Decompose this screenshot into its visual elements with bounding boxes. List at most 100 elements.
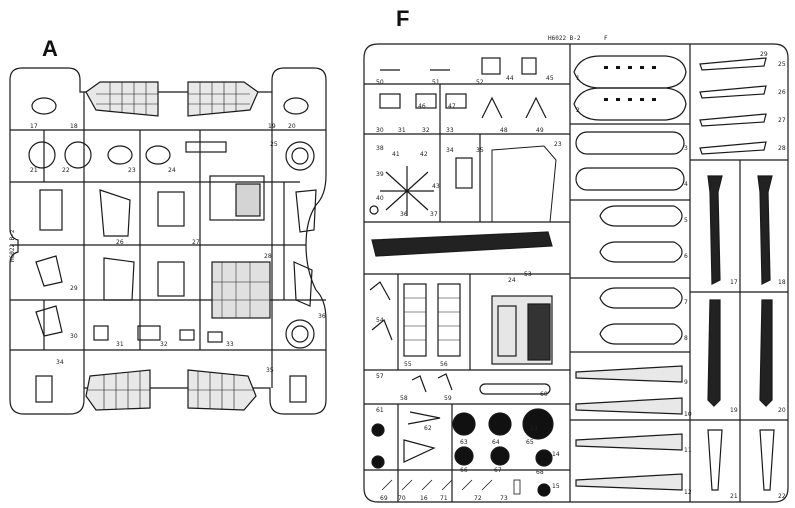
part-number: 32 [422, 127, 430, 134]
part-number: 16 [420, 495, 428, 502]
sprue-a-part-wing-bottom-right [187, 369, 257, 411]
part-number: 24 [168, 167, 176, 174]
part-number: 19 [268, 123, 276, 130]
part-number: 33 [226, 341, 234, 348]
part-number: 18 [778, 279, 786, 286]
part-number: 25 [778, 61, 786, 68]
part-number: 43 [432, 183, 440, 190]
part-number: 29 [70, 285, 78, 292]
part-number: 31 [398, 127, 406, 134]
part-number: 23 [128, 167, 136, 174]
part-number: 34 [446, 147, 454, 154]
part-number: 50 [376, 79, 384, 86]
part-number: 56 [440, 361, 448, 368]
part-number: 18 [70, 123, 78, 130]
sprue-f-letter: F [396, 6, 410, 31]
part-number: 64 [492, 439, 500, 446]
part-number: 24 [508, 277, 516, 284]
part-number: 67 [494, 467, 502, 474]
part-number: 48 [500, 127, 508, 134]
part-number: 68 [536, 469, 544, 476]
part-number: 41 [392, 151, 400, 158]
part-number: 28 [264, 253, 272, 260]
part-number: 40 [376, 195, 384, 202]
part-number: 63 [460, 439, 468, 446]
part-number: 7 [684, 299, 688, 306]
part-number: 26 [116, 239, 124, 246]
part-number: 3 [684, 145, 688, 152]
part-number: 8 [684, 335, 688, 342]
sprue-a-part-wing-bottom-left [85, 369, 151, 411]
part-number: 17 [30, 123, 38, 130]
part-number: 45 [546, 75, 554, 82]
part-number: 19 [730, 407, 738, 414]
part-number: 36 [318, 313, 326, 320]
sprue-f-frame [363, 43, 789, 503]
sprue-a-part-wing-top-right [187, 81, 259, 117]
part-number: 65 [526, 439, 534, 446]
part-number: 69 [380, 495, 388, 502]
part-number: 26 [778, 89, 786, 96]
sprue-f-code: H6022 B-2 [548, 35, 581, 42]
part-number: 54 [376, 317, 384, 324]
part-number: 35 [476, 147, 484, 154]
sprue-a-part-wing-top-left [85, 81, 159, 117]
part-number: 22 [62, 167, 70, 174]
part-number: 44 [506, 75, 514, 82]
part-number: 4 [684, 181, 688, 188]
part-number: 20 [778, 407, 786, 414]
part-number: 61 [376, 407, 384, 414]
part-number: 37 [430, 211, 438, 218]
part-number: 57 [376, 373, 384, 380]
part-number: 21 [730, 493, 738, 500]
part-number: 58 [400, 395, 408, 402]
part-number: 49 [536, 127, 544, 134]
part-number: 30 [376, 127, 384, 134]
part-number: 10 [684, 411, 692, 418]
part-number: 47 [448, 103, 456, 110]
sprue-f-fuselage-parts [573, 55, 687, 491]
sprue-f-bracket-parts [379, 93, 547, 119]
part-number: 32 [160, 341, 168, 348]
part-number: 22 [778, 493, 786, 500]
part-number: 15 [552, 483, 560, 490]
part-number: 72 [474, 495, 482, 502]
part-number: 51 [432, 79, 440, 86]
sprue-a-frame [9, 67, 327, 415]
part-number: 60 [540, 391, 548, 398]
part-number: 36 [400, 211, 408, 218]
part-number: 6 [684, 253, 688, 260]
part-number: 27 [192, 239, 200, 246]
part-number: 13 [530, 425, 538, 432]
part-number: 9 [684, 379, 688, 386]
part-number: 28 [778, 145, 786, 152]
part-number: 5 [684, 217, 688, 224]
sprue-a-code: H6022 B-2 [9, 229, 16, 262]
part-number: 42 [420, 151, 428, 158]
sprue-f-wheel-parts [452, 408, 554, 497]
part-number: 59 [444, 395, 452, 402]
part-number: 30 [70, 333, 78, 340]
part-number: 21 [30, 167, 38, 174]
sprue-a-part-numbers: 17 18 19 20 21 22 23 24 25 26 27 28 29 3… [30, 123, 326, 374]
part-number: 34 [56, 359, 64, 366]
part-number: 1 [576, 75, 580, 82]
part-number: 46 [418, 103, 426, 110]
part-number: 55 [404, 361, 412, 368]
sprue-f-strut-parts [699, 57, 775, 491]
part-number: 25 [270, 141, 278, 148]
part-number: 27 [778, 117, 786, 124]
part-number: 66 [460, 467, 468, 474]
part-number: 14 [552, 451, 560, 458]
sprue-f-code-tag: F [604, 35, 608, 42]
part-number: 29 [760, 51, 768, 58]
part-number: 11 [684, 447, 692, 454]
part-number: 12 [684, 489, 692, 496]
part-number: 71 [440, 495, 448, 502]
part-number: 2 [576, 107, 580, 114]
sprue-a-letter: A [42, 36, 58, 61]
part-number: 38 [376, 145, 384, 152]
part-number: 70 [398, 495, 406, 502]
